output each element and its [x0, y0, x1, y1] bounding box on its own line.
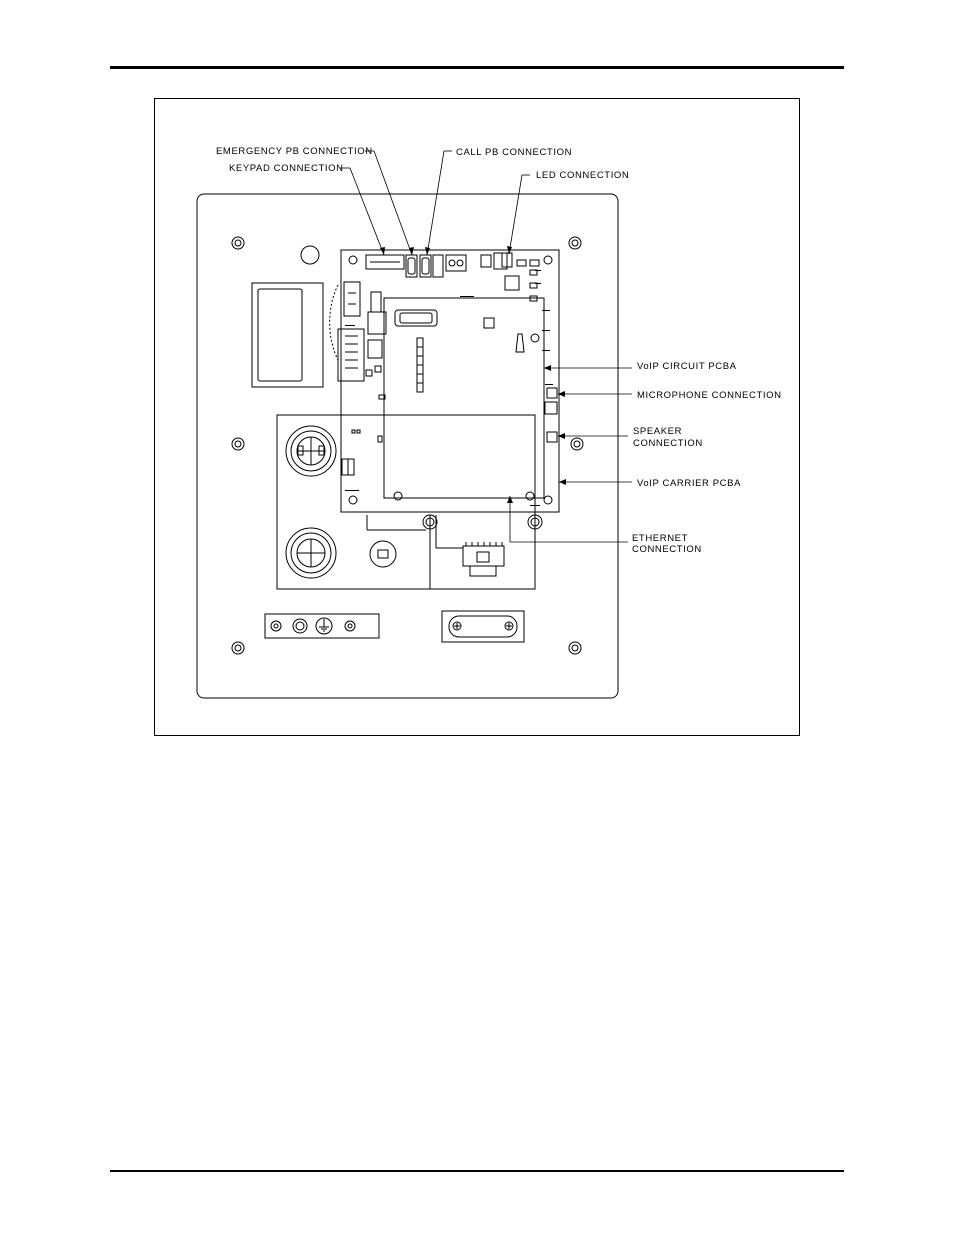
round-connector-upper [286, 426, 336, 476]
slotted-knob [370, 541, 396, 567]
standoff [423, 515, 437, 529]
board-outline-arc [330, 285, 338, 360]
silkscreen-marks [345, 270, 553, 506]
label-speaker-line1: SPEAKER [633, 426, 682, 437]
label-led: LED CONNECTION [536, 170, 629, 181]
label-voip-circuit: VoIP CIRCUIT PCBA [637, 361, 737, 372]
ground-terminal-strip [265, 614, 379, 638]
label-keypad: KEYPAD CONNECTION [229, 163, 344, 174]
label-voip-carrier: VoIP CARRIER PCBA [637, 478, 741, 489]
ethernet-jack [436, 515, 504, 576]
label-emergency-pb: EMERGENCY PB CONNECTION [216, 146, 373, 157]
leader-lines [340, 151, 632, 542]
leader-arrowheads [380, 246, 566, 503]
voip-carrier-board [338, 250, 559, 512]
voip-circuit-board [384, 298, 544, 500]
label-ethernet-line2: CONNECTION [632, 544, 702, 555]
label-microphone: MICROPHONE CONNECTION [637, 390, 782, 401]
plate-screw [571, 438, 583, 450]
plate-screw [232, 237, 244, 249]
connector-enclosure [277, 415, 535, 589]
plate-screw [232, 642, 244, 654]
header-rule [110, 66, 844, 69]
cover-plate [442, 611, 524, 642]
label-ethernet-line1: ETHERNET [632, 533, 688, 544]
round-connector-lower [286, 528, 336, 578]
plate-hole [301, 246, 319, 264]
footer-rule [110, 1170, 844, 1172]
plate-screw [232, 438, 244, 450]
plate-screw [569, 642, 581, 654]
label-speaker-line2: CONNECTION [633, 438, 703, 449]
standoff [528, 515, 542, 529]
speaker-cutout [252, 283, 323, 387]
mounting-plate [197, 194, 618, 698]
label-call-pb: CALL PB CONNECTION [456, 147, 572, 158]
plate-screw [569, 237, 581, 249]
figure-frame [154, 98, 800, 736]
